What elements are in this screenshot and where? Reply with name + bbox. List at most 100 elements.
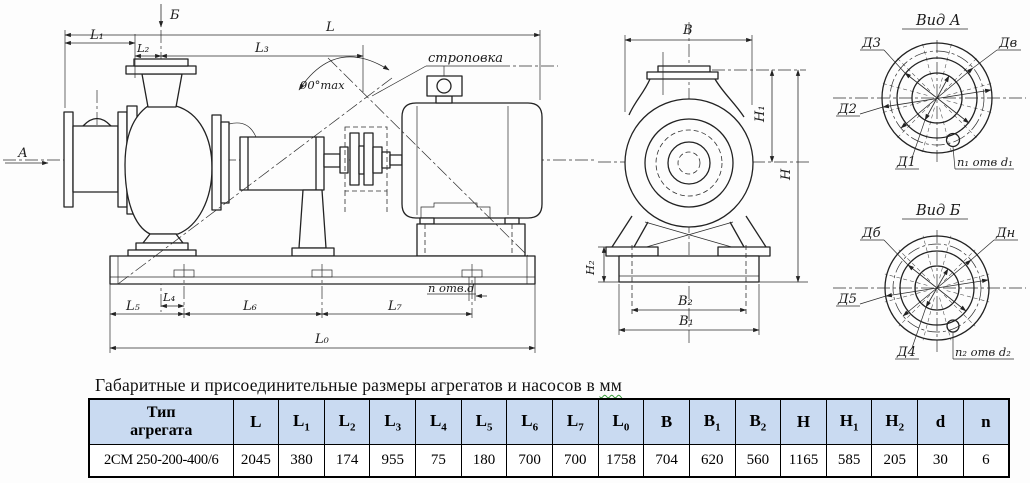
dim-label-H2: H₂: [583, 260, 597, 276]
column-header-d: d: [917, 398, 964, 445]
casing-circle-outer: [624, 98, 754, 228]
motor-foot-profile: [420, 202, 491, 218]
suction-flange-outer: [63, 111, 74, 208]
view-b-label-db: Дб: [861, 226, 881, 241]
view-b-dn-leader: [970, 239, 995, 261]
column-header-h1: H1: [825, 398, 873, 445]
motor-foot-right: [504, 217, 520, 225]
cell-value-0: 2045: [232, 444, 280, 478]
bolt-hole-tick: [896, 104, 931, 139]
view-a-dv-leader: [972, 49, 998, 69]
cell-value-11: 560: [734, 444, 782, 478]
suction-pipe: [72, 125, 119, 193]
view-a-label-d2: Д2: [837, 102, 857, 117]
column-header-l1: L1: [278, 398, 325, 445]
table-title-text: Габаритные и присоединительные размеры а…: [95, 375, 600, 395]
cell-value-4: 75: [415, 444, 462, 478]
front-base: [618, 255, 760, 283]
volute-left-curve: [628, 78, 651, 116]
side-view: А Б: [3, 4, 594, 353]
dim-label-L6: L₆: [242, 299, 257, 314]
discharge-flange-cap: [133, 58, 189, 67]
column-header-h: H: [780, 398, 827, 445]
column-header-n: n: [962, 398, 1010, 445]
view-a-holes-leader: [952, 146, 956, 170]
view-a-hole: [945, 132, 961, 148]
bolt-hole-tick: [884, 290, 928, 303]
cell-value-16: 6: [962, 444, 1010, 478]
view-a: Вид А Д3 Дв Д2 Д1 n₁ отв d₁: [833, 13, 1026, 170]
view-b-dia-d4: [925, 268, 949, 308]
bracket-leg: [298, 189, 327, 249]
bolt-hole-tick: [943, 249, 976, 282]
volute-right-curve: [714, 78, 745, 118]
bolt-hole-tick: [943, 104, 978, 139]
cell-value-5: 180: [460, 444, 508, 478]
sling-line-right: [327, 57, 529, 257]
cell-value-13: 585: [825, 444, 873, 478]
casing-bore: [667, 141, 711, 185]
column-header-l5: L5: [460, 398, 508, 445]
bolt-hole-tick: [946, 273, 990, 286]
dim-label-L5: L₅: [125, 299, 141, 314]
view-a-label-d3: Д3: [861, 36, 881, 51]
table-title-unit: мм: [599, 375, 623, 395]
front-view: B H₁ H H₂ B₂ B₁: [583, 22, 812, 345]
view-b-d5-leader: [859, 295, 887, 305]
column-header-type: Тип агрегата: [88, 398, 234, 445]
view-b-d4-leader: [911, 306, 927, 349]
dim-label-H1: H₁: [753, 105, 768, 123]
dim-label-L4: L₄: [162, 290, 176, 304]
casing-circle-dashed: [655, 129, 723, 197]
dim-label-H: H: [779, 168, 794, 181]
casing-circle-ring: [644, 118, 734, 208]
dim-label-B1: B₁: [678, 314, 694, 329]
front-flange: [646, 71, 719, 80]
eyebolt-ring: [436, 78, 452, 94]
discharge-flange: [125, 65, 197, 75]
pump-shaft: [323, 153, 341, 168]
coupling-guard: [344, 126, 388, 192]
view-a-circle-outer: [881, 42, 993, 154]
view-b-circle-outer: [884, 235, 990, 341]
angle-note: 90°max: [300, 78, 345, 92]
column-header-l0: L0: [597, 398, 645, 445]
bracket-foot: [291, 247, 335, 257]
bolt-hole-tick: [898, 294, 931, 327]
dim-label-L2: L₂: [136, 41, 150, 55]
motor-foot-left: [419, 217, 435, 225]
column-header-l6: L6: [506, 398, 553, 445]
view-b-label-d4: Д4: [896, 345, 916, 360]
cell-value-15: 30: [917, 444, 964, 478]
cell-value-7: 700: [551, 444, 599, 478]
pump-casing: [124, 105, 213, 235]
type-header-line1: Тип: [146, 403, 176, 421]
coupling-ring: [381, 151, 391, 169]
bolt-hole-tick: [921, 42, 935, 89]
cell-value-9: 704: [643, 444, 690, 478]
dim-label-L: L: [325, 20, 335, 35]
dim-label-B2: B₂: [677, 294, 693, 309]
coupling-disc1: [349, 132, 360, 186]
view-a-d3-leader: [883, 49, 906, 74]
view-b-label-d5: Д5: [837, 292, 857, 307]
sling-leader: [371, 65, 427, 97]
foot-pad-right: [717, 246, 771, 257]
coupling-step: [339, 146, 349, 174]
rear-cover-plate2: [220, 121, 230, 204]
view-a-arrow-label: А: [17, 146, 28, 161]
cell-value-1: 380: [278, 444, 325, 478]
sling-note: строповка: [428, 51, 503, 66]
cell-value-6: 700: [506, 444, 553, 478]
shaft-circle-dashed: [677, 151, 701, 175]
dim-label-L1: L₁: [89, 28, 104, 43]
bolt-hole-tick: [922, 297, 935, 341]
coupling-spacer: [358, 145, 365, 175]
angle-arc: [298, 56, 390, 91]
motor-body: [401, 102, 543, 219]
sling-line-left: [117, 77, 393, 285]
eyebolt-neck: [435, 95, 453, 104]
